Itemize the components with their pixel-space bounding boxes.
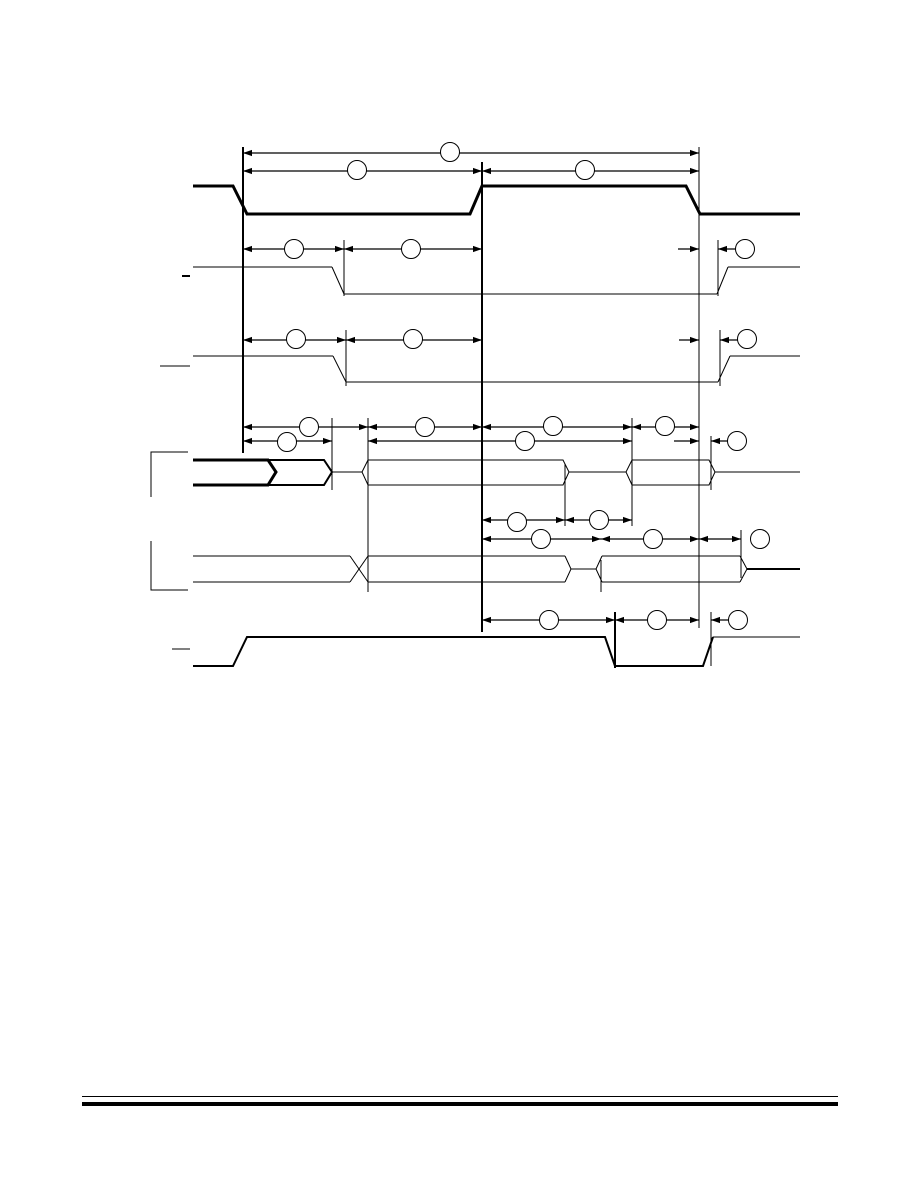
callout-bubble <box>515 431 535 451</box>
callout-bubble <box>727 431 747 451</box>
callout-bubble <box>737 329 757 349</box>
callout-bubbles <box>277 142 770 630</box>
waveform-clock <box>193 184 800 216</box>
waveform-bus-a <box>193 458 800 487</box>
waveform-strobe-b <box>160 355 800 383</box>
callout-bubble <box>643 529 663 549</box>
callout-bubble <box>403 329 423 349</box>
callout-bubble <box>286 329 306 349</box>
callout-bubble <box>507 512 527 532</box>
callout-bubble <box>543 416 563 436</box>
callout-bubble <box>647 610 667 630</box>
callout-bubble <box>440 142 460 162</box>
callout-bubble <box>735 239 755 259</box>
callout-bubble <box>277 432 297 452</box>
callout-bubble <box>401 239 421 259</box>
reference-lines <box>242 147 742 668</box>
footer-rule-thin <box>82 1096 838 1097</box>
callout-bubble <box>539 610 559 630</box>
callout-bubble <box>299 417 319 437</box>
callout-bubble <box>284 239 304 259</box>
callout-bubble <box>347 160 367 180</box>
waveform-bus-b <box>193 555 800 583</box>
footer-rule-thick <box>82 1102 838 1106</box>
dimension-arrows <box>243 149 742 624</box>
callout-bubble <box>575 160 595 180</box>
bus-group-bracket <box>150 451 188 591</box>
callout-bubble <box>655 416 675 436</box>
callout-bubble <box>728 610 748 630</box>
callout-bubble <box>589 510 609 530</box>
callout-bubble <box>531 529 551 549</box>
callout-bubble <box>415 417 435 437</box>
waveform-strobe-a <box>182 266 800 295</box>
waveform-ready <box>172 636 800 667</box>
callout-bubble <box>750 529 770 549</box>
